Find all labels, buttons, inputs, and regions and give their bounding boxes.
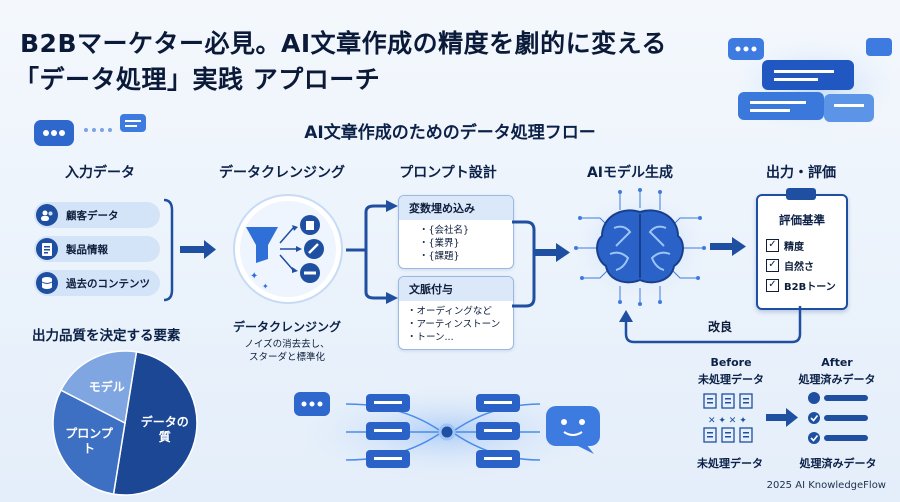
prompt-variable-item: ・{業界} [419,238,460,249]
prompt-context-box: 文脈付与 ・オーディングなど ・アーティンストーン ・トーン... [398,276,514,350]
users-icon [36,204,58,226]
before-after-icon: ✕ ✦ ✕ ✦ [703,392,868,444]
cleansing-caption-title: データクレンジング [232,320,341,334]
prompt-context-item: ・オーディングなど [407,306,492,317]
prompt-context-item: ・アーティンストーン [407,319,501,330]
checkbox-checked-icon: ✓ [766,239,779,252]
checkbox-checked-icon: ✓ [766,259,779,272]
ai-brain-icon [572,188,708,306]
pie-label: プロンプト [65,426,114,456]
evaluation-item: ✓ 精度 [766,238,804,253]
input-item-label: 製品情報 [66,243,108,256]
quality-title: 出力品質を決定する要素 [32,328,181,344]
page-title: B2Bマーケター必見。AI文章作成の精度を劇的に変える [20,29,667,58]
chat-dots-icon [34,114,146,146]
merge-arrow [512,220,570,308]
chat-bubbles-icon [728,37,900,130]
prompt-context-title: 文脈付与 [399,277,513,301]
stage-input-title: 入力データ [65,165,135,181]
prompt-variable-item: ・{課題} [419,251,460,262]
cleansing-funnel-icon: ✦ ✦ [233,194,343,304]
input-item-content: 過去のコンテンツ [34,270,160,296]
clipboard-clip-icon [786,188,816,200]
pie-label: データの質 [141,414,189,444]
evaluation-title: 評価基準 [779,213,825,227]
input-item-label: 過去のコンテンツ [66,277,150,290]
evaluation-clipboard: 評価基準 ✓ 精度 ✓ 自然さ ✓ B2Bトーン [756,188,848,310]
prompt-variable-title: 変数埋め込み [399,196,513,220]
prompt-variable-item: ・{会社名} [419,225,470,236]
page-subtitle: 「データ処理」実践 アプローチ [14,65,381,94]
pie-slice [112,351,198,496]
input-item-product: 製品情報 [34,236,160,262]
before-subtitle: 未処理データ [698,373,764,386]
after-subtitle: 処理済みデータ [798,373,876,386]
prompt-context-item: ・トーン... [407,332,454,343]
output-arrow [710,237,746,256]
before-title: Before [710,356,752,369]
stage-cleansing-title: データクレンジング [219,165,345,181]
before-caption: 未処理データ [697,457,763,470]
database-icon [36,272,58,294]
feedback-label: 改良 [708,320,733,334]
stage-prompt-title: プロンプト設計 [399,165,497,181]
stage-output-title: 出力・評価 [766,165,836,181]
input-item-customer: 顧客データ [34,202,160,228]
input-item-label: 顧客データ [66,209,119,222]
flow-title: AI文章作成のためのデータ処理フロー [304,123,596,143]
input-arrow [163,198,216,302]
pie-slice [52,389,126,495]
evaluation-item: ✓ B2Bトーン [766,278,836,293]
cleansing-caption-line1: ノイズの消去去し、 [244,339,330,350]
stage-ai-title: AIモデル生成 [586,165,674,181]
pie-label: モデル [89,379,125,394]
document-icon [36,238,58,260]
svg-text:✦: ✦ [250,271,258,282]
footer-credit: 2025 AI KnowledgeFlow [766,480,886,491]
after-caption: 処理済みデータ [799,457,877,470]
network-bubbles-icon [287,382,607,482]
feedback-loop-arrow [619,306,802,344]
cleansing-caption-line2: スターダと標準化 [248,352,325,363]
prompt-variable-box: 変数埋め込み ・{会社名} ・{業界} ・{課題} [398,195,514,269]
svg-text:✦: ✦ [262,282,269,291]
after-title: After [821,356,853,369]
branch-arrow [346,200,398,304]
checkbox-checked-icon: ✓ [766,279,779,292]
svg-text:✕ ✦ ✕ ✦: ✕ ✦ ✕ ✦ [708,416,747,426]
evaluation-item: ✓ 自然さ [766,258,814,273]
pie-slice [59,350,138,425]
